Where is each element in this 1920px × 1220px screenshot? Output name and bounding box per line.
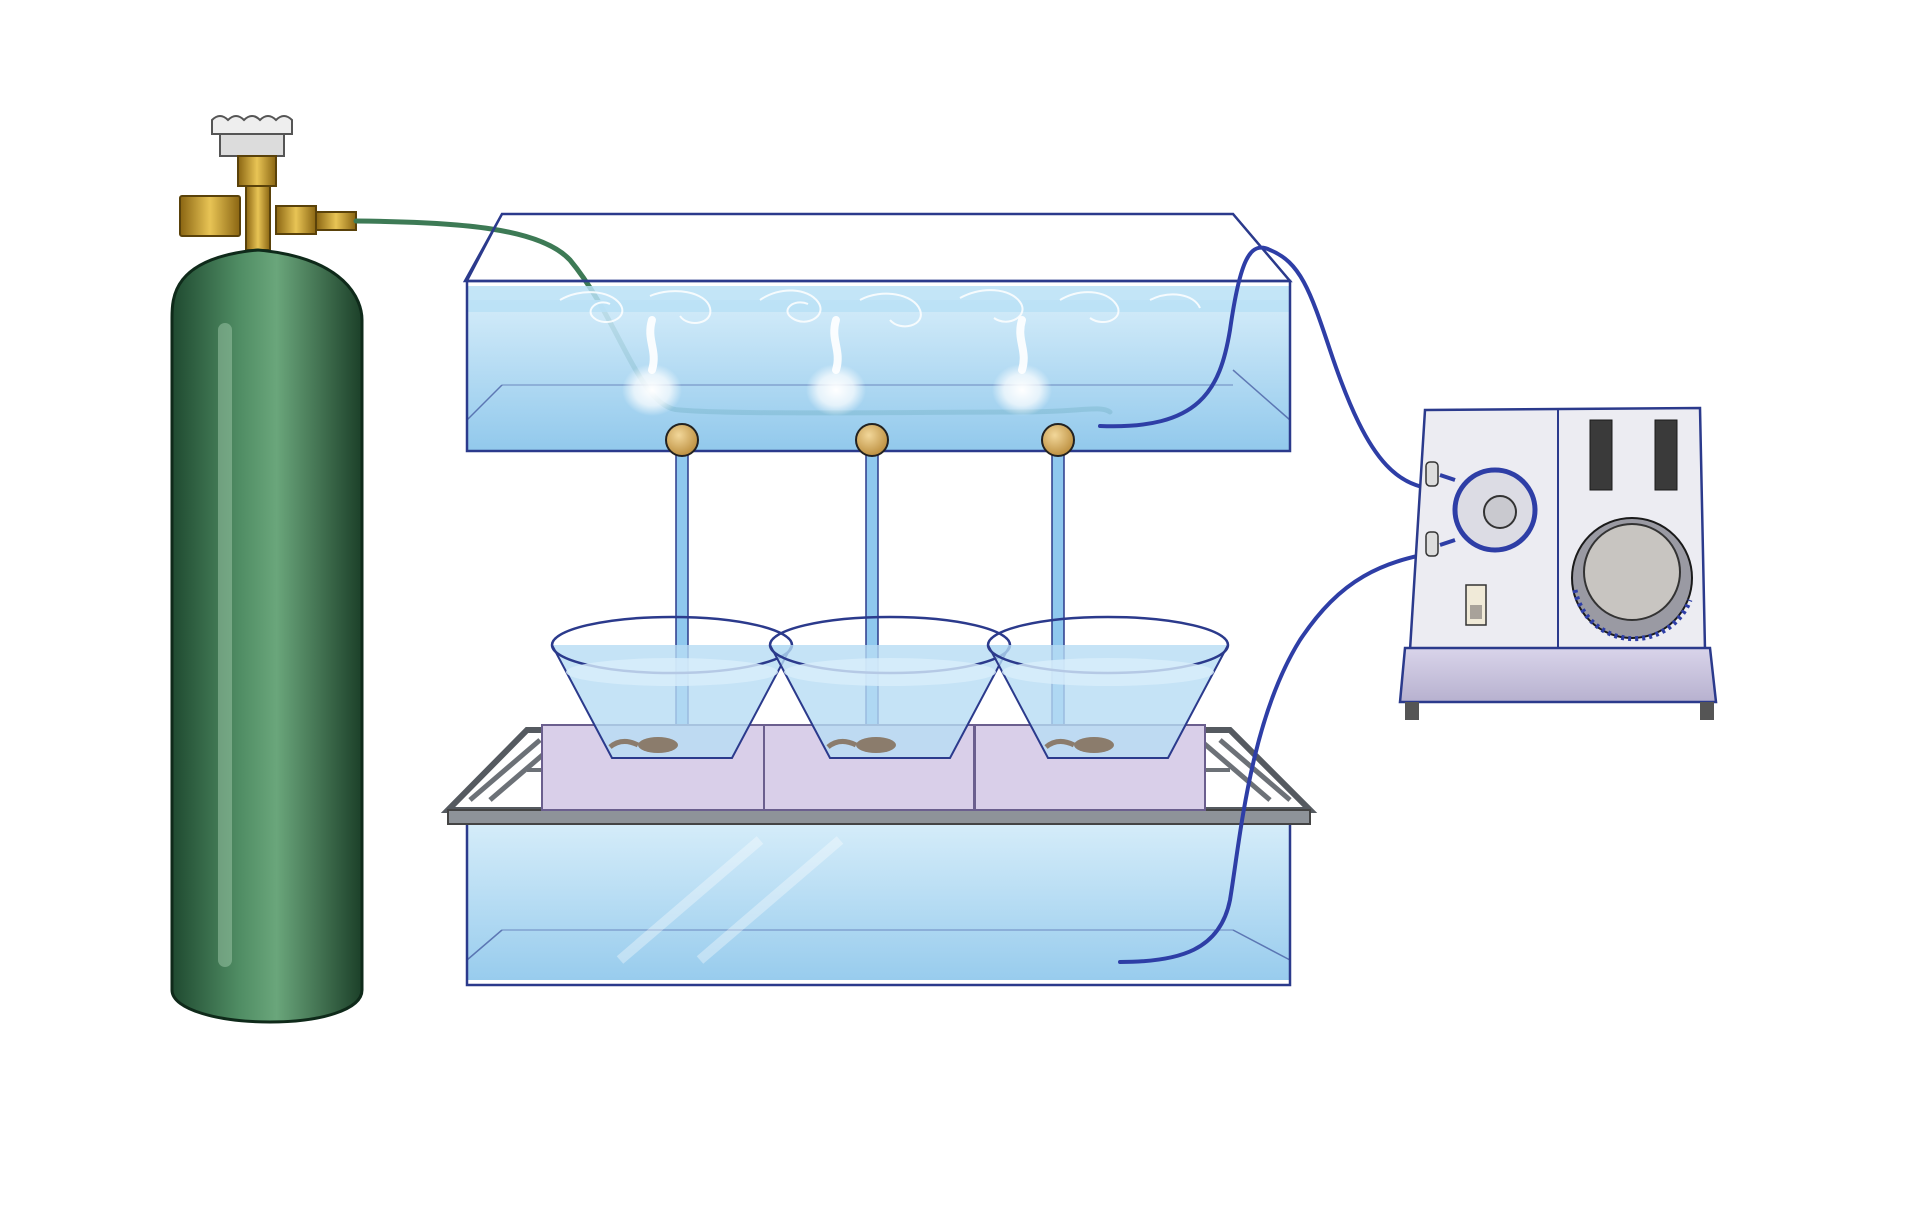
bubbler-icon	[622, 316, 682, 416]
valve-icon[interactable]	[1041, 423, 1075, 457]
tadpole-icon	[826, 737, 896, 753]
lower-tank	[465, 813, 1292, 987]
gas-cylinder	[170, 115, 364, 1024]
cylinder-valve-body	[237, 155, 277, 187]
beaker-icon	[550, 615, 794, 759]
regulator-nozzle	[315, 211, 357, 231]
cylinder-body	[170, 248, 364, 1024]
speed-slider[interactable]	[1589, 419, 1613, 491]
pump-outlet-tubing	[1098, 245, 1452, 492]
upper-tank-water-surface	[467, 286, 1290, 312]
upper-tank	[462, 212, 1293, 453]
water-swirls	[559, 289, 1201, 328]
direction-slider[interactable]	[1654, 419, 1678, 491]
tube-connector	[1425, 461, 1439, 487]
cylinder-valve-handle-icon[interactable]	[211, 115, 293, 157]
regulator-fitting	[275, 205, 317, 235]
air-stones	[622, 316, 1052, 416]
cylinder-side-outlet	[179, 195, 241, 237]
tadpole-icon	[1044, 737, 1114, 753]
pump-inlet-tubing	[1118, 548, 1452, 964]
control-dial-icon[interactable]	[1571, 517, 1693, 642]
valve-icon[interactable]	[665, 423, 699, 457]
tube-connector	[1425, 531, 1439, 557]
conical-beakers	[550, 615, 1230, 759]
valve-icon[interactable]	[855, 423, 889, 457]
pump-base	[1398, 646, 1718, 704]
beaker-icon	[768, 615, 1012, 759]
cylinder-valve-stem	[245, 185, 271, 251]
pump-head-icon[interactable]	[1439, 467, 1538, 553]
peristaltic-pump	[1398, 406, 1718, 720]
lower-tank-water	[467, 820, 1290, 980]
bubbler-icon	[992, 316, 1052, 416]
tadpole-icon	[608, 737, 678, 753]
bubbler-icon	[806, 316, 866, 416]
beaker-icon	[986, 615, 1230, 759]
